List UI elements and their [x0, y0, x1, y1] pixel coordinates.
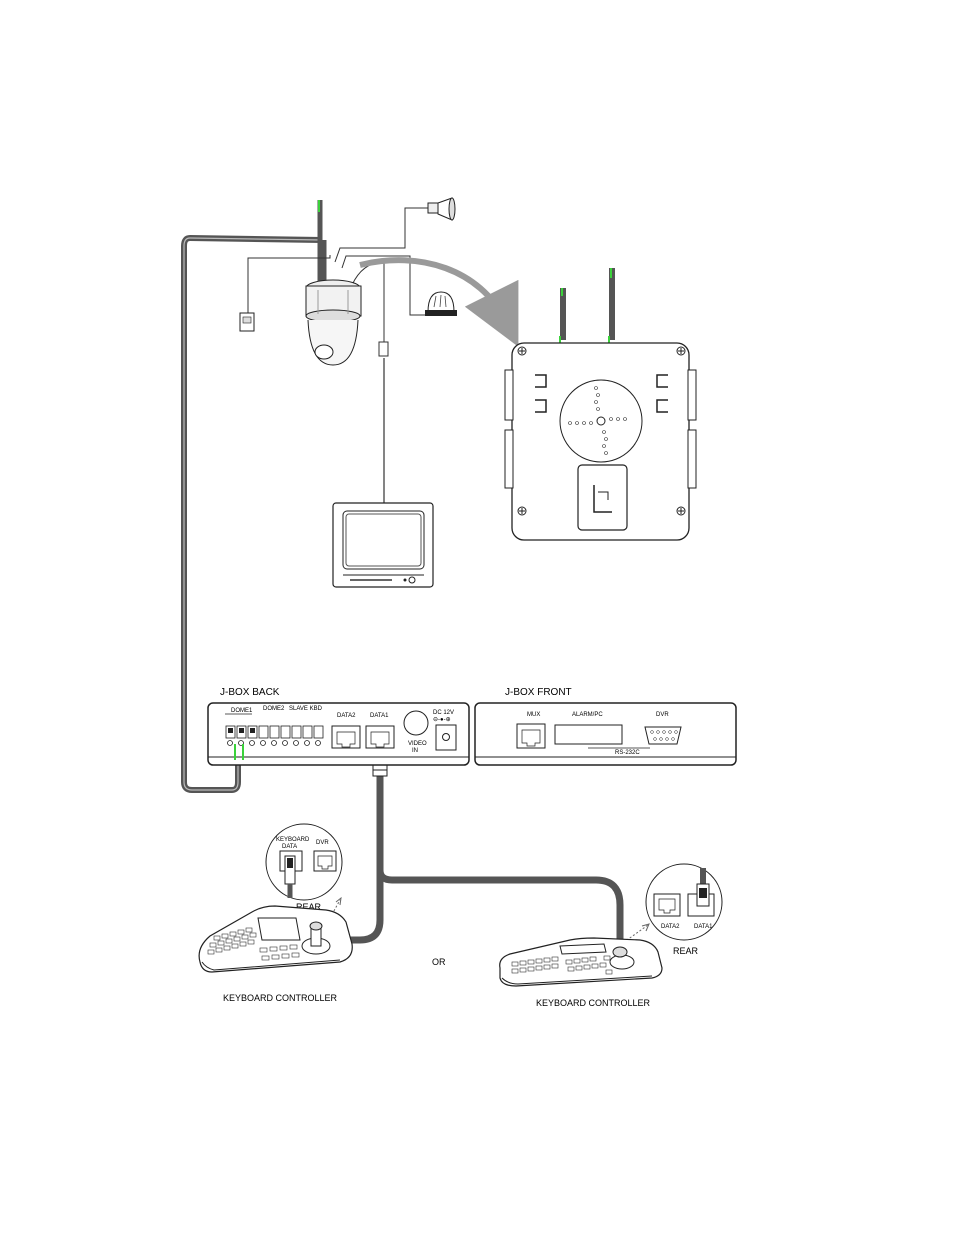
- left-caption: KEYBOARD CONTROLLER: [223, 993, 338, 1003]
- video-label: VIDEO: [408, 741, 427, 747]
- alarm-pc-label: ALARM/PC: [572, 712, 603, 718]
- right-caption: KEYBOARD CONTROLLER: [536, 998, 651, 1008]
- data1-label: DATA1: [370, 713, 389, 719]
- jbox-front-title: J-BOX FRONT: [505, 687, 572, 698]
- or-text: OR: [432, 957, 446, 967]
- left-port2: DVR: [316, 840, 329, 846]
- svg-text:⊖-●-⊕: ⊖-●-⊕: [433, 717, 451, 723]
- jbox-back: J-BOX BACK DOME1 DOME2 SLAVE KBD DATA2 D…: [208, 687, 469, 765]
- in-label: IN: [412, 748, 418, 754]
- data2-label: DATA2: [337, 713, 356, 719]
- right-rear-label: REAR: [673, 946, 699, 956]
- jbox-front: J-BOX FRONT MUX ALARM/PC DVR RS-232C: [475, 687, 736, 765]
- jbox-back-title: J-BOX BACK: [220, 687, 280, 698]
- alarm-sensor-icon: [425, 292, 457, 316]
- dome2-label: DOME2: [263, 706, 285, 712]
- slave-kbd-label: SLAVE KBD: [289, 706, 323, 712]
- mux-label: MUX: [527, 712, 540, 718]
- right-port2: DATA1: [694, 924, 713, 930]
- data1-cable: [380, 775, 620, 946]
- left-port1-line2: DATA: [282, 844, 297, 850]
- keyboard-left: KEYBOARD DATA DVR REAR KEYBOARD CONTROLL…: [199, 824, 352, 1003]
- dvr-label-front: DVR: [656, 712, 669, 718]
- right-port1: DATA2: [661, 924, 680, 930]
- monitor: [333, 503, 433, 587]
- dc12v-label: DC 12V: [433, 710, 454, 716]
- siren-icon: [428, 198, 455, 220]
- dome1-label: DOME1: [231, 708, 253, 714]
- left-port1-line1: KEYBOARD: [276, 837, 310, 843]
- rs232c-label: RS-232C: [615, 750, 640, 756]
- dome-camera: [240, 198, 505, 505]
- mount-plate: [505, 268, 696, 540]
- left-keyboard-cable: [350, 860, 380, 940]
